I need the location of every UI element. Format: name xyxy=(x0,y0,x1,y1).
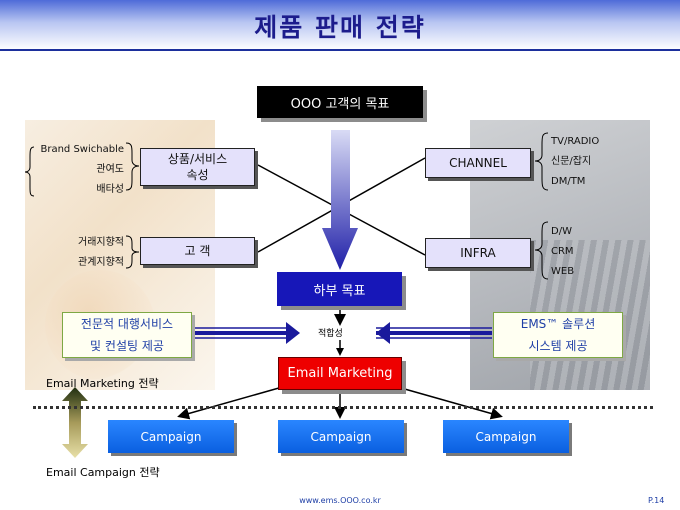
page-title: 제품 판매 전략 xyxy=(254,13,426,42)
infra-box: INFRA xyxy=(425,238,531,268)
channel-box: CHANNEL xyxy=(425,148,531,178)
double-arrow xyxy=(62,387,88,458)
divider-dotted xyxy=(33,406,653,409)
sub-goal-box: 하부 목표 xyxy=(277,272,402,306)
fit-label: 적합성 xyxy=(318,329,343,339)
page-number: P.14 xyxy=(648,496,665,505)
email-campaign-strategy-label: Email Campaign 전략 xyxy=(46,466,160,479)
campaign-box-2: Campaign xyxy=(278,420,404,453)
campaign-box-3: Campaign xyxy=(443,420,569,453)
left-group-1-items: Brand Swichable 관여도 배타성 xyxy=(40,144,124,195)
product-service-box: 상품/서비스 속성 xyxy=(140,148,255,186)
right-group-1-items: TV/RADIO 신문/잡지 DM/TM xyxy=(551,136,600,187)
customer-box: 고 객 xyxy=(140,237,255,265)
campaign-box-1: Campaign xyxy=(108,420,234,453)
email-marketing-box: Email Marketing xyxy=(278,357,402,390)
header-band xyxy=(0,0,680,50)
big-down-arrow xyxy=(322,130,358,270)
email-marketing-strategy-label: Email Marketing 전략 xyxy=(46,377,159,390)
footer-url: www.ems.OOO.co.kr xyxy=(299,496,381,505)
header-rule xyxy=(0,49,680,51)
left-group-2-items: 거래지향적 관계지향적 xyxy=(78,237,124,268)
right-group-2-items: D/W CRM WEB xyxy=(551,226,575,277)
goal-box: OOO 고객의 목표 xyxy=(257,86,423,118)
